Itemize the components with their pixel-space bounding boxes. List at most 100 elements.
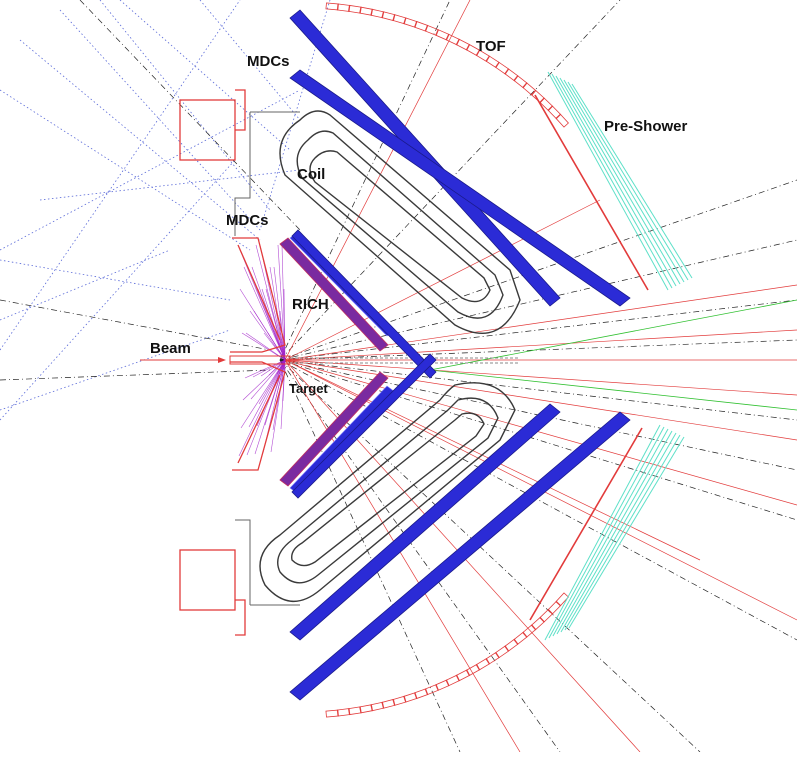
rich-photon-hits	[237, 244, 286, 457]
blue-dotted-tracks	[0, 0, 331, 421]
red-track	[284, 359, 797, 441]
red-track	[284, 0, 471, 361]
rich-mirror	[230, 237, 286, 471]
black-track	[79, 0, 301, 231]
blue-track	[39, 169, 301, 201]
preshower-layer-lower	[564, 434, 681, 631]
black-track	[0, 299, 271, 351]
tof-bar-lower	[381, 698, 396, 709]
tof-bar-upper	[539, 97, 554, 112]
tof-bar-lower	[547, 600, 562, 615]
tof-bar-upper	[455, 38, 471, 51]
rich-photon-line	[255, 244, 286, 361]
blue-track	[99, 0, 271, 211]
blue-track	[0, 329, 231, 411]
left-flanges	[179, 89, 246, 636]
rich-photon-line	[249, 310, 286, 361]
tof-bar-lower	[504, 638, 519, 652]
black-track	[279, 299, 797, 361]
tof-bar-upper	[336, 3, 351, 12]
tof-bar-lower	[530, 616, 545, 631]
blue-track	[0, 249, 171, 321]
blue-track	[0, 0, 241, 351]
red-track	[284, 284, 797, 361]
rich-photon-line	[273, 266, 286, 361]
rich-photon-line	[243, 266, 286, 361]
red-track	[284, 359, 797, 396]
blue-track	[0, 259, 231, 301]
rich-photon-line	[282, 359, 286, 402]
blue-track	[59, 9, 261, 231]
label-tof: TOF	[476, 38, 506, 55]
tof-bar-lower	[465, 663, 481, 677]
tof-bar-upper	[445, 33, 460, 46]
tof-bar-lower	[435, 679, 450, 691]
black-track	[279, 359, 561, 753]
tof-bar-upper	[530, 89, 545, 104]
blue-track	[0, 89, 301, 251]
rich-photon-line	[276, 359, 286, 375]
tof-bar-lower	[555, 592, 569, 607]
coil-lower	[259, 382, 516, 603]
black-track	[279, 239, 797, 361]
tof-bar-upper	[465, 43, 481, 57]
preshower-layer-upper	[551, 73, 673, 289]
tof-bar-upper	[359, 6, 374, 16]
tof-bar-upper	[424, 24, 440, 36]
preshower-layer-lower	[568, 436, 685, 629]
tof-bar-upper	[381, 11, 396, 22]
rich-photon-line	[248, 359, 286, 428]
preshower-layer-lower	[556, 430, 673, 635]
tof-bar-upper	[513, 75, 528, 89]
rich-photon-line	[250, 359, 286, 400]
label-coil: Coil	[297, 166, 325, 183]
tof-bar-lower	[359, 704, 374, 714]
tof-bar-upper	[475, 49, 491, 62]
tof-bar-lower	[513, 631, 528, 645]
rich-photon-line	[283, 288, 286, 361]
preshower-layer-lower	[544, 424, 661, 641]
rich-photon-line	[246, 359, 286, 456]
tof-bar-lower	[413, 688, 429, 700]
tof-bar-lower	[424, 684, 440, 696]
mdc-outer-planes	[289, 9, 631, 701]
preshower-layer-upper	[563, 79, 685, 283]
preshower-red-plate-lower	[529, 427, 643, 621]
coil-upper	[279, 110, 521, 334]
rich-photon-line	[260, 359, 286, 377]
black-track	[279, 339, 797, 361]
tof-bar-lower	[522, 624, 537, 638]
blue-track	[0, 89, 251, 251]
support-frame	[234, 111, 300, 606]
blue-track	[0, 159, 236, 421]
tof-bar-lower	[539, 608, 554, 623]
beam-pipe	[229, 355, 520, 365]
red-track	[284, 199, 601, 361]
label-beam: Beam	[150, 340, 191, 357]
preshower-layer-upper	[571, 83, 693, 279]
label-mdcs-outer: MDCs	[247, 53, 290, 70]
green-track	[429, 299, 797, 371]
tof-bar-lower	[370, 701, 385, 712]
tof-bar-lower	[485, 651, 500, 665]
rich-photon-line	[240, 359, 286, 429]
tof-bar-lower	[348, 706, 362, 716]
rich-photon-line	[270, 359, 286, 453]
label-target: Target	[289, 381, 328, 396]
preshower-layer-lower	[560, 432, 677, 633]
rich-photon-line	[242, 359, 286, 401]
black-track	[279, 359, 797, 421]
black-track	[279, 179, 797, 361]
red-track	[284, 359, 521, 753]
tof-bar-lower	[475, 658, 491, 671]
black-track	[279, 0, 451, 361]
green-track	[429, 369, 797, 411]
label-pre-shower: Pre-Shower	[604, 118, 688, 135]
red-track	[284, 329, 797, 361]
rich-photon-line	[238, 359, 286, 457]
rich-photon-line	[244, 359, 286, 379]
tof-bar-lower	[336, 708, 351, 717]
tof-bar-lower	[325, 709, 339, 718]
